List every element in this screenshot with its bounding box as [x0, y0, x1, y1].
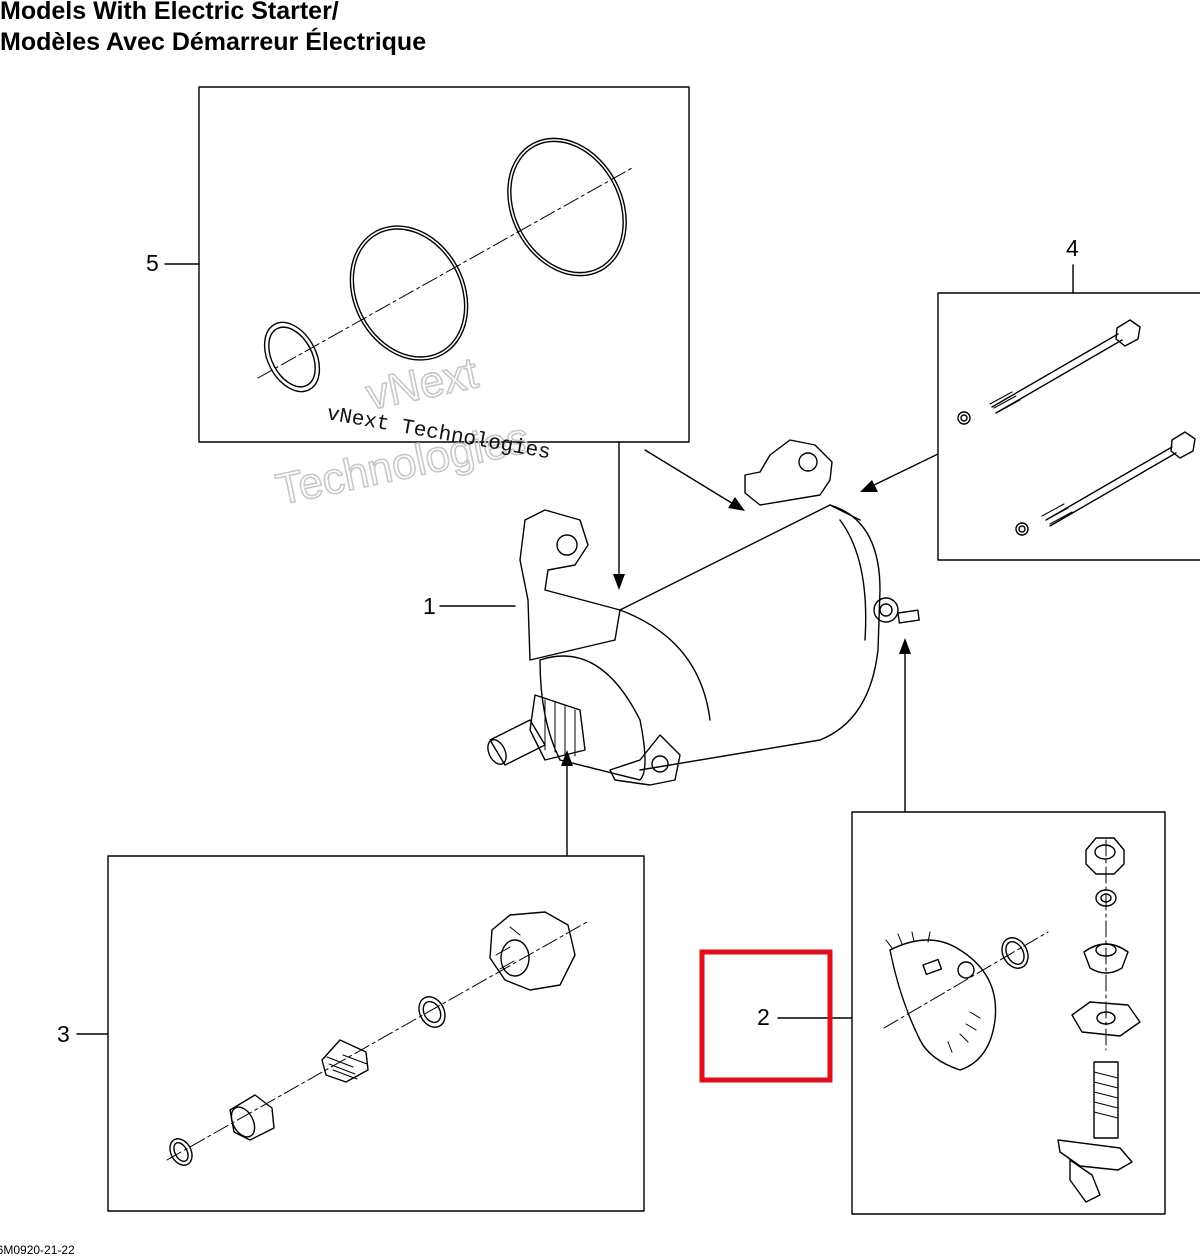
callout-4: 4 [1066, 235, 1079, 261]
callout-numbers: 5 4 1 3 2 [57, 235, 1079, 1047]
callout-2: 2 [757, 1004, 770, 1030]
watermark-outline-line1: vNext [362, 348, 482, 419]
drawing-reference-code: 06M0920-21-22 [0, 1243, 75, 1257]
page-title: Models With Electric Starter/ Modèles Av… [0, 0, 426, 58]
leader-lines [76, 263, 939, 1035]
box-4-bolts [937, 264, 1200, 561]
box-2-terminal-hardware [851, 811, 1166, 1215]
callout-1: 1 [423, 593, 436, 619]
watermark: vNext Technologies vNext Technologies [271, 348, 552, 516]
box-3-drive-assembly [107, 855, 645, 1212]
callout-3: 3 [57, 1021, 70, 1047]
highlight-box-callout-2 [699, 949, 833, 1083]
starter-motor [487, 439, 920, 786]
callout-5: 5 [146, 250, 159, 276]
title-line-french: Modèles Avec Démarreur Électrique [0, 28, 427, 56]
title-line-english: Models With Electric Starter/ [0, 0, 339, 25]
